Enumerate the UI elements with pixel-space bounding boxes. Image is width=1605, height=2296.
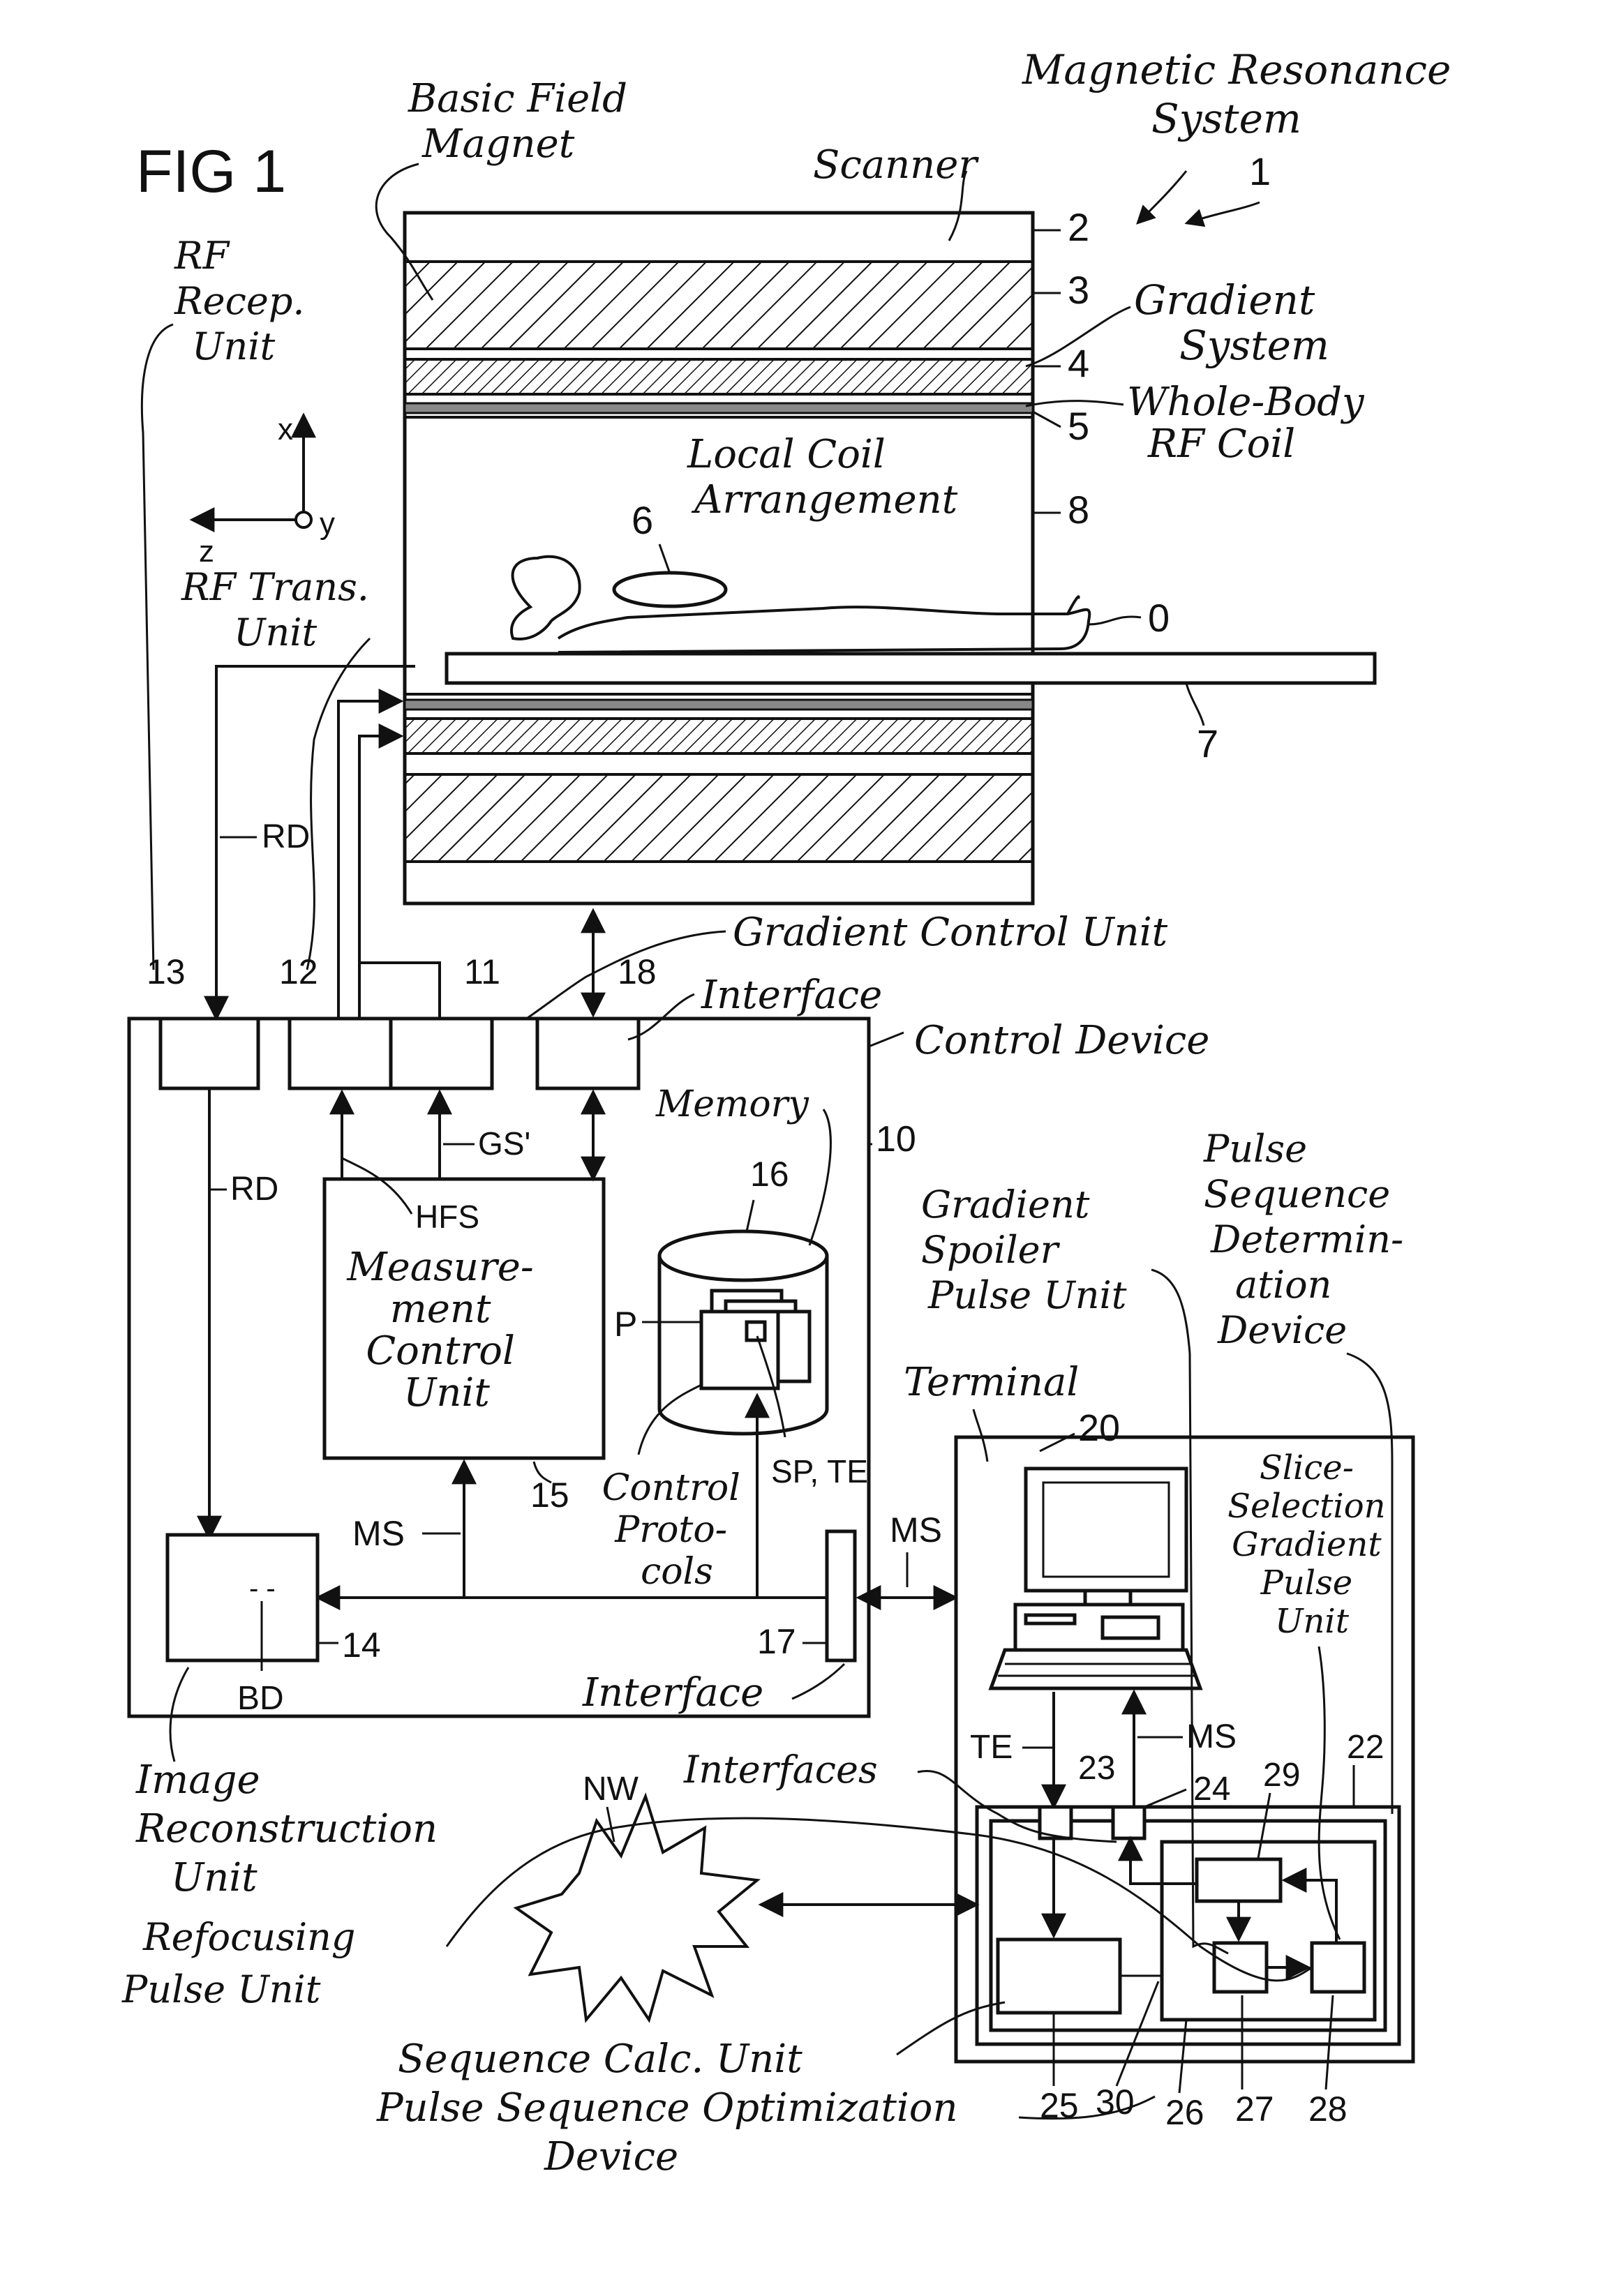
signal-p: P (614, 1305, 637, 1344)
signal-rd-mid: RD (230, 1171, 278, 1208)
basic-field-magnet-label: Basic Field Magnet (408, 76, 640, 167)
refocusing-pulse-label: Refocusing Pulse Unit (121, 1915, 368, 2011)
basic-field-magnet-upper (405, 262, 1033, 349)
ref-29: 29 (1263, 1757, 1300, 1794)
gradient-control-unit (391, 1019, 492, 1088)
signal-te-terminal: TE (970, 1729, 1013, 1766)
axis-indicator: x y z (192, 412, 335, 569)
ref-13: 13 (147, 952, 186, 991)
gradient-control-unit-label: Gradient Control Unit (733, 910, 1168, 955)
figure-title: FIG 1 (136, 138, 286, 205)
signal-bd: BD (237, 1680, 284, 1717)
ref-14: 14 (342, 1626, 381, 1665)
ref-6: 6 (632, 498, 653, 542)
gradient-system-label: Gradient System (1134, 276, 1329, 369)
interface-top-label: Interface (701, 973, 882, 1018)
sequence-calc-label: Sequence Calc. Unit (398, 2036, 802, 2082)
signal-gs: GS' (478, 1125, 530, 1162)
slice-selection-gradient-pulse-unit (1197, 1859, 1281, 1901)
ref-3: 3 (1068, 268, 1089, 312)
image-reconstruction-unit (167, 1535, 318, 1660)
ref-16: 16 (750, 1155, 789, 1194)
ref-12: 12 (279, 952, 318, 991)
signal-nw: NW (583, 1771, 639, 1808)
keyboard (991, 1650, 1200, 1688)
ref-23: 23 (1078, 1750, 1115, 1787)
signal-ms-left: MS (352, 1514, 405, 1553)
interface-18 (537, 1019, 639, 1088)
ref-27: 27 (1235, 2089, 1274, 2129)
bd-marker: - - (249, 1573, 276, 1604)
pulse-sequence-determination-label: Pulse Sequence Determin- ation Device (1203, 1127, 1415, 1352)
control-device-label: Control Device (914, 1018, 1209, 1063)
rf-receiver-unit (160, 1019, 258, 1088)
ref-11: 11 (464, 952, 500, 991)
pulse-sequence-optimization-label: Pulse Sequence Optimization Device (376, 2085, 970, 2179)
scanner-label: Scanner (813, 142, 979, 188)
sequence-calc-unit (998, 1939, 1120, 2013)
system-label: Magnetic Resonance System (1022, 46, 1464, 142)
ref-5: 5 (1068, 404, 1089, 448)
signal-rd-top: RD (262, 818, 310, 855)
ref-1: 1 (1249, 149, 1271, 193)
image-reconstruction-label: Image Reconstruction Unit (135, 1757, 450, 1900)
ref-28: 28 (1308, 2089, 1348, 2129)
interfaces-label: Interfaces (683, 1748, 878, 1792)
rf-transmit-unit (290, 1019, 391, 1088)
interface-17 (827, 1531, 855, 1660)
ref-20: 20 (1078, 1407, 1120, 1449)
ref-26: 26 (1165, 2093, 1204, 2132)
rf-transmit-unit-label: RF Trans. Unit (181, 565, 381, 654)
patient-table (447, 654, 1375, 683)
axis-z-label: z (199, 534, 214, 569)
refocusing-pulse-unit (1312, 1943, 1364, 1992)
gradient-spoiler-label: Gradient Spoiler Pulse Unit (921, 1183, 1127, 1317)
interface-24 (1113, 1807, 1144, 1838)
local-coil (614, 573, 726, 606)
network-starburst (516, 1796, 757, 2020)
axis-y-label: y (320, 507, 335, 541)
whole-body-coil-label: Whole-Body RF Coil (1127, 380, 1376, 467)
whole-body-coil-lower (405, 700, 1033, 710)
ref-7: 7 (1197, 721, 1218, 765)
ref-0: 0 (1148, 596, 1170, 640)
memory (659, 1231, 827, 1434)
terminal-label: Terminal (904, 1360, 1079, 1405)
gradient-system-upper (405, 359, 1033, 394)
ref-10: 10 (876, 1119, 916, 1160)
signal-ms-terminal: MS (1186, 1718, 1237, 1755)
signal-hfs: HFS (415, 1199, 479, 1235)
gradient-system-lower (405, 719, 1033, 753)
ref-17: 17 (757, 1622, 796, 1661)
memory-label: Memory (655, 1083, 809, 1125)
ref-24: 24 (1193, 1771, 1230, 1808)
axis-x-label: x (278, 412, 293, 447)
ref-18: 18 (618, 952, 657, 991)
ref-2: 2 (1068, 205, 1089, 249)
interface-bottom-label: Interface (582, 1670, 763, 1716)
monitor-screen (1043, 1483, 1169, 1577)
signal-ms-right: MS (890, 1510, 942, 1550)
ref-4: 4 (1068, 341, 1089, 385)
signal-sp-te: SP, TE (771, 1453, 868, 1490)
scanner (405, 213, 1033, 903)
basic-field-magnet-lower (405, 774, 1033, 862)
whole-body-coil-upper (405, 403, 1033, 413)
ref-8: 8 (1068, 488, 1089, 532)
ref-22: 22 (1347, 1729, 1384, 1766)
rf-receiver-unit-label: RF Recep. Unit (174, 234, 317, 368)
